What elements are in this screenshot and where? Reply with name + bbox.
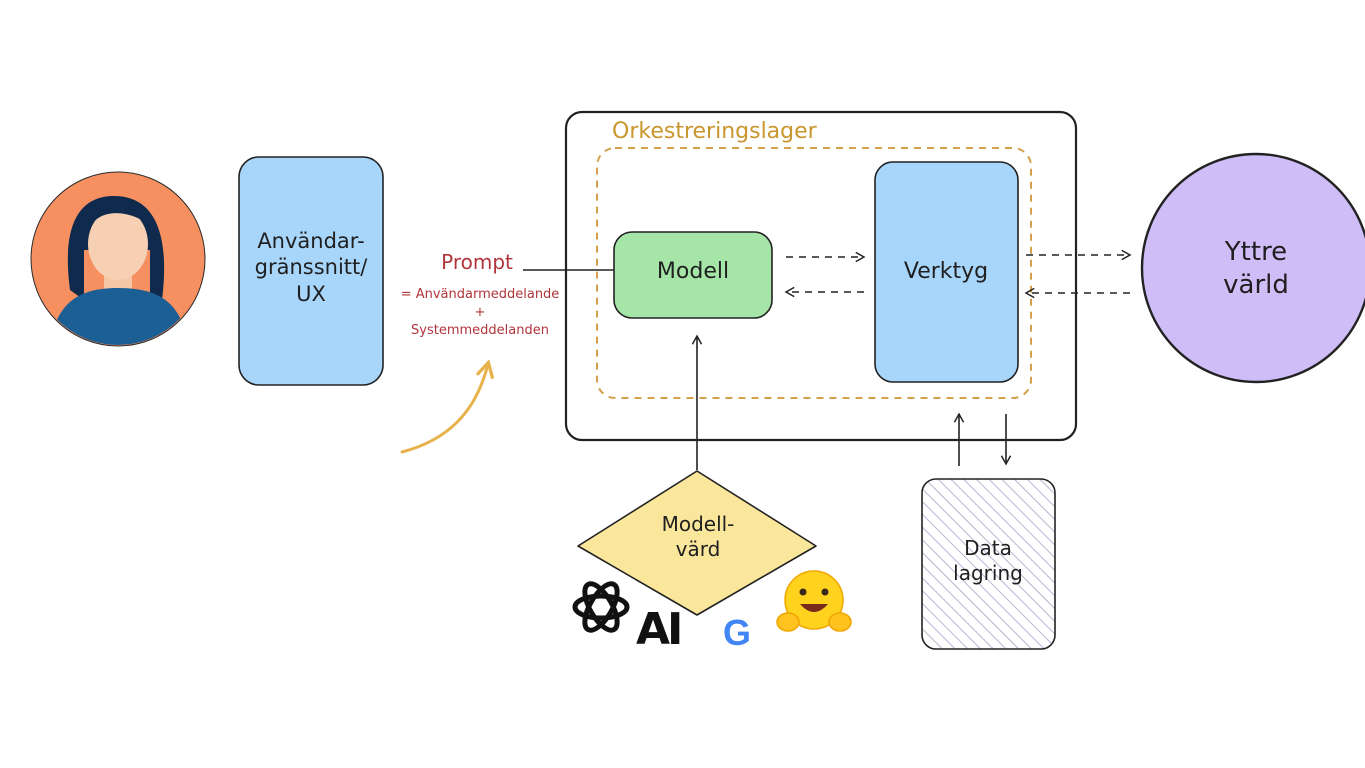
ui-label-line: gränssnitt/ <box>254 255 368 280</box>
huggingface-logo-icon <box>776 570 852 632</box>
model-host-label: Modell- värd <box>578 512 818 562</box>
tools-label: Verktyg <box>903 259 989 284</box>
tools-box-shape <box>874 161 1019 383</box>
prompt-user-message: = Användarmeddelande <box>400 287 560 302</box>
outer-world-shape <box>1140 152 1365 384</box>
prompt-plus: + <box>474 305 486 320</box>
ui-box-shape <box>238 156 384 386</box>
google-logo-icon: G <box>723 612 752 653</box>
outer-world-line: värld <box>1223 269 1289 300</box>
orchestration-dashed-frame <box>596 147 1032 399</box>
outer-world-line: Yttre <box>1224 237 1288 267</box>
ui-label-line: UX <box>296 281 326 306</box>
orchestration-title: Orkestreringslager <box>612 119 817 144</box>
model-host-line: Modell- <box>661 512 735 536</box>
user-avatar <box>30 171 206 347</box>
model-box-shape <box>613 231 773 319</box>
model-host-shape <box>577 470 817 616</box>
orchestration-frame <box>564 110 1078 442</box>
ui-box-label: Användar- gränssnitt/ UX <box>236 228 386 307</box>
data-storage-label: Data lagring <box>920 536 1056 586</box>
avatar-face <box>88 208 148 280</box>
gold-curved-arrow <box>400 364 488 454</box>
data-storage-line: Data <box>964 536 1012 560</box>
data-storage-shape <box>921 478 1056 650</box>
data-storage-line: lagring <box>953 561 1023 585</box>
openai-logo-icon <box>572 581 630 633</box>
prompt-title: Prompt <box>441 250 513 274</box>
prompt-system-messages: Systemmeddelanden <box>411 323 549 338</box>
ui-label-line: Användar- <box>257 229 365 253</box>
model-host-line: värd <box>675 537 721 561</box>
anthropic-logo-icon: AI <box>636 604 683 655</box>
outer-world-label: Yttre värld <box>1142 236 1365 301</box>
avatar-shirt <box>50 288 188 345</box>
model-label: Modell <box>656 259 730 284</box>
